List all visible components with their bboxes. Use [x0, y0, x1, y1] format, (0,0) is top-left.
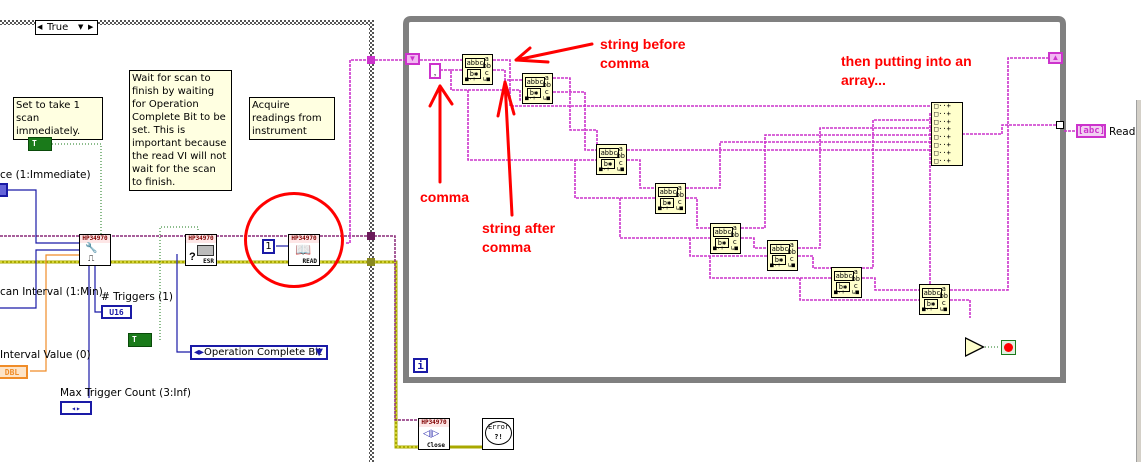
annotation-string-before: string before comma — [600, 36, 686, 71]
enum-dropdown-icon[interactable]: ▼ — [315, 347, 323, 358]
while-loop-frame — [403, 16, 1066, 383]
operation-complete-enum[interactable]: ◂▸Operation Complete Bit▼ — [190, 345, 328, 360]
triggers-u16-control[interactable]: U16 — [101, 305, 132, 319]
shift-register-left[interactable]: ▼ — [405, 53, 420, 65]
subvi-sub-label: ESR — [203, 258, 214, 265]
error-bubble-icon: Error?! — [485, 421, 512, 445]
case-selector-value: True — [47, 22, 69, 33]
label-read-indicator: Read — [1109, 126, 1136, 138]
question-icon: ? — [189, 251, 196, 263]
build-array-node[interactable]: □··+□··+□··+□··+□··+□··+□··+□··+ — [931, 102, 963, 166]
case-structure-frame — [0, 20, 374, 462]
case-prev-arrow[interactable]: ◀ — [37, 23, 43, 31]
hp34970-close-subvi[interactable]: HP34970 ◁|▷ Close — [418, 418, 450, 450]
boolean-true-constant-1[interactable]: T — [28, 137, 52, 151]
case-next-arrow[interactable]: ▶ — [88, 23, 94, 31]
iteration-terminal: i — [413, 358, 428, 373]
annotation-string-after: string after comma — [482, 220, 556, 255]
read-highlight-circle — [244, 192, 344, 288]
annotation-array: then putting into an array... — [841, 53, 972, 88]
label-trigger-source: ce (1:Immediate) — [0, 169, 91, 181]
label-triggers: # Triggers (1) — [101, 291, 174, 303]
error-tunnel — [367, 258, 375, 266]
trigger-source-control[interactable] — [0, 183, 8, 197]
shift-register-right[interactable]: ▲ — [1048, 52, 1063, 64]
comma-string-constant[interactable]: , — [429, 63, 441, 79]
trigger-pulse-icon: ⎍ — [88, 253, 95, 263]
label-max-trigger: Max Trigger Count (3:Inf) — [60, 387, 191, 399]
enum-arrows-icon: ◂▸ — [194, 347, 205, 358]
comment-wait-scan: Wait for scan to finish by waiting for O… — [129, 70, 232, 191]
wrench-icon: 🔧 — [85, 243, 98, 254]
comment-acquire: Acquire readings from instrument — [249, 97, 335, 140]
boolean-true-constant-2[interactable]: T — [128, 333, 152, 347]
stop-terminal[interactable] — [1001, 340, 1016, 355]
label-scan-interval: can Interval (1:Min) — [0, 286, 103, 298]
vertical-scrollbar[interactable] — [1136, 100, 1141, 462]
annotation-comma: comma — [420, 189, 470, 205]
stop-icon — [1004, 343, 1013, 352]
empty-string-compare-fill — [966, 339, 982, 355]
disconnect-icon: ◁|▷ — [423, 428, 440, 438]
case-selector[interactable]: ◀ True ▼ ▶ — [35, 20, 98, 35]
refnum-tunnel — [367, 232, 375, 240]
string-tunnel — [367, 56, 375, 64]
read-string-array-indicator[interactable]: [abc] — [1076, 124, 1106, 138]
case-dropdown-icon[interactable]: ▼ — [78, 23, 84, 31]
operation-complete-value: Operation Complete Bit — [204, 347, 322, 358]
label-interval-value: Interval Value (0) — [0, 349, 91, 361]
display-icon — [197, 245, 214, 256]
string-wires — [346, 57, 1076, 318]
comment-set-scan: Set to take 1 scan immediately. — [13, 97, 103, 140]
array-output-tunnel — [1056, 121, 1064, 129]
subvi-header: HP34970 — [186, 235, 216, 243]
subvi-header: HP34970 — [419, 419, 449, 427]
max-trigger-enum-control[interactable]: ◂▸ — [60, 401, 92, 415]
hp34970-esr-subvi[interactable]: HP34970 ? ESR — [185, 234, 217, 266]
simple-error-handler-subvi[interactable]: Error?! — [482, 418, 514, 450]
subvi-header: HP34970 — [80, 235, 110, 243]
hp34970-configure-trigger-subvi[interactable]: HP34970 🔧 ⎍ — [79, 234, 111, 266]
interval-dbl-control[interactable]: DBL — [0, 365, 28, 379]
subvi-sub-label: Close — [426, 442, 445, 449]
